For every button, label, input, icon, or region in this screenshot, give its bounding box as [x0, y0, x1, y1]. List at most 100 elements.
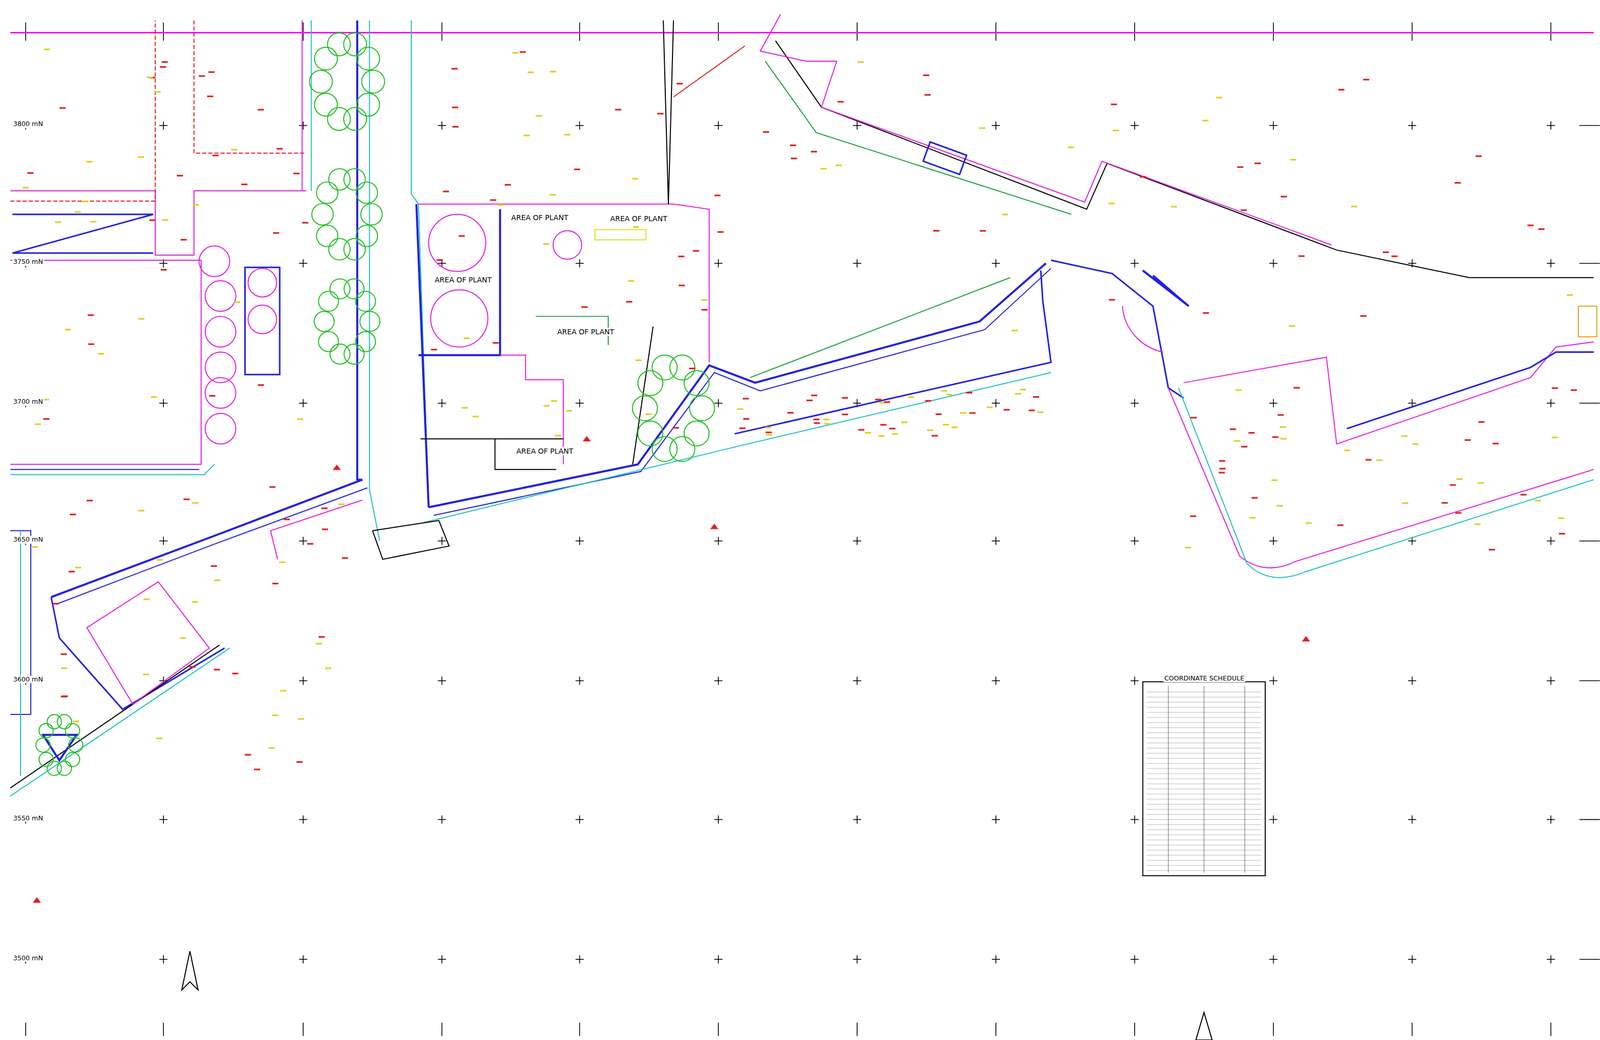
grid-cross	[1550, 536, 1552, 545]
spot-level	[564, 133, 571, 136]
spot-level	[931, 434, 938, 437]
tree-canopy	[330, 343, 351, 365]
spot-level	[1474, 523, 1481, 525]
grid-tick	[25, 1022, 27, 1036]
tree-canopy	[327, 107, 351, 131]
spot-level	[1570, 389, 1577, 391]
spot-level	[901, 421, 908, 424]
grid-cross	[302, 676, 304, 685]
spot-level	[820, 168, 827, 170]
grid-tick	[579, 1022, 581, 1036]
grid-label: 3500 mN	[12, 954, 45, 962]
grid-cross	[441, 536, 443, 545]
spot-level	[841, 413, 848, 415]
grid-label: 3700 mN	[12, 397, 45, 406]
spot-level	[189, 665, 196, 668]
tree-canopy	[343, 32, 367, 56]
spot-level	[1488, 548, 1496, 551]
grid-cross	[302, 259, 304, 268]
grid-tick	[856, 1022, 858, 1036]
spot-level	[1014, 392, 1022, 395]
table-column	[1244, 685, 1246, 872]
spot-level	[1276, 504, 1283, 507]
spot-level	[461, 406, 468, 409]
grid-cross	[1550, 954, 1552, 963]
spot-level	[1190, 515, 1197, 517]
spot-level	[430, 348, 438, 351]
spot-level	[233, 301, 241, 303]
spot-level	[1271, 479, 1278, 481]
grid-tick	[441, 1022, 443, 1036]
spot-level	[451, 106, 459, 108]
spot-level	[787, 411, 794, 414]
spot-level	[676, 82, 683, 85]
spot-level	[43, 48, 50, 50]
spot-level	[241, 183, 248, 186]
spot-level	[657, 112, 664, 115]
grid-cross	[717, 676, 719, 685]
grid-cross	[441, 121, 443, 130]
spot-level	[43, 417, 50, 420]
grid-cross	[856, 536, 858, 545]
spot-level	[1249, 516, 1256, 519]
grid-cross	[302, 536, 304, 545]
grid-cross	[302, 954, 304, 963]
spot-level	[1280, 195, 1287, 198]
spot-level	[907, 396, 915, 398]
tree-canopy	[359, 311, 380, 332]
spot-level	[318, 635, 325, 638]
spot-level	[1280, 437, 1287, 440]
spot-level	[321, 507, 328, 509]
spot-level	[1233, 440, 1241, 442]
grid-tick	[1579, 124, 1600, 126]
spot-level	[810, 150, 817, 153]
spot-level	[22, 186, 29, 189]
spot-level	[253, 768, 261, 770]
spot-level	[341, 556, 349, 559]
grid-tick	[717, 1022, 719, 1036]
spot-level	[69, 513, 77, 516]
spot-level	[1272, 435, 1279, 438]
spot-level	[192, 501, 199, 504]
grid-tick	[162, 22, 165, 42]
tree-canopy	[632, 395, 658, 421]
grid-cross	[162, 954, 165, 963]
table-column	[1168, 685, 1169, 872]
spot-level	[717, 230, 724, 233]
tree-canopy	[684, 420, 710, 446]
table-title: COORDINATE SCHEDULE	[1163, 674, 1246, 683]
tree-canopy	[684, 370, 710, 396]
spot-level	[1441, 501, 1448, 504]
spot-level	[889, 427, 896, 430]
spot-level	[1551, 436, 1558, 439]
spot-level	[693, 249, 700, 252]
grid-cross	[579, 259, 581, 268]
spot-level	[150, 395, 157, 398]
grid-tick	[1579, 540, 1600, 542]
spot-level	[835, 164, 842, 167]
spot-level	[1111, 103, 1118, 105]
grid-cross	[717, 259, 719, 268]
tree-canopy	[356, 225, 378, 247]
grid-label: 3600 mN	[12, 675, 45, 684]
spot-level	[86, 499, 94, 502]
grid-cross	[1550, 398, 1552, 408]
spot-level	[208, 71, 215, 74]
spot-level	[1305, 522, 1312, 524]
grid-cross	[1134, 814, 1136, 824]
grid-cross	[1134, 259, 1136, 268]
grid-tick	[856, 22, 858, 42]
area-label: AREA OF PLANT	[510, 213, 570, 222]
spot-level	[269, 485, 276, 488]
spot-level	[1288, 324, 1296, 327]
spot-level	[1557, 517, 1565, 519]
grid-label: 3550 mN	[12, 814, 45, 823]
tree-canopy	[328, 238, 351, 261]
spot-level	[824, 422, 831, 425]
spot-level	[209, 394, 216, 397]
grid-cross	[856, 814, 858, 824]
grid-tick	[302, 22, 304, 42]
spot-level	[442, 190, 449, 193]
tree-canopy	[356, 182, 378, 204]
